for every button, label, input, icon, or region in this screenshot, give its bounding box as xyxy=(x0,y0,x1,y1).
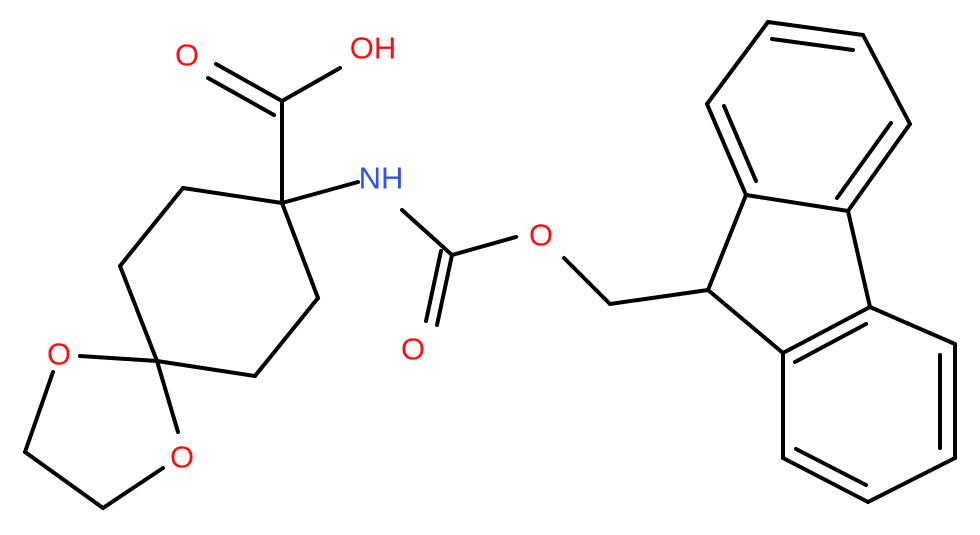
atom-label-o-carbonyl-carbamate: O xyxy=(401,332,425,367)
atom-label-o-ring-left: O xyxy=(47,337,71,372)
atom-label-o-carbonyl-acid: O xyxy=(175,38,199,73)
bond-up-5 xyxy=(705,20,770,106)
bond-up-4-inner xyxy=(770,37,855,52)
bond-up-3 xyxy=(861,33,912,126)
atom-label-o-ester: O xyxy=(529,218,553,253)
bond-c1-nh xyxy=(280,180,360,205)
bond-ch2-ch2 xyxy=(23,450,105,510)
bond-cooh-o-double-a xyxy=(214,62,284,103)
bond-c6-c1 xyxy=(280,201,320,300)
bond-up-1 xyxy=(744,193,850,213)
bond-up-6-inner xyxy=(722,104,758,183)
atom-label-nh: NH xyxy=(359,161,404,196)
atom-label-oh: OH xyxy=(350,31,397,66)
bond-o-bottom-c4 xyxy=(155,359,180,434)
bond-lo-1 xyxy=(781,305,872,355)
bond-c2-c3 xyxy=(118,186,185,268)
bond-up-2-inner xyxy=(835,121,893,200)
bond-o-ester-ch2 xyxy=(562,256,612,306)
bond-c3-c4 xyxy=(118,264,159,363)
bond-c1-c2 xyxy=(181,186,284,205)
bond-up-4 xyxy=(766,20,865,37)
bond-ch2-c9 xyxy=(608,288,710,306)
bond-o-left-ch2 xyxy=(23,370,55,454)
bond-lo-2 xyxy=(868,305,957,346)
bond-c4-c5 xyxy=(155,359,257,378)
bonds xyxy=(23,20,957,510)
bond-c-o-double-b xyxy=(424,249,443,323)
bond-lo-5 xyxy=(781,456,870,504)
atom-labels: OH O NH O O O O xyxy=(47,31,553,475)
bond-c-o-double-a xyxy=(435,253,454,327)
bond-up-2 xyxy=(846,122,912,213)
bond-lo-1-inner xyxy=(793,322,868,364)
bond-up-6 xyxy=(705,102,748,197)
bond-cooh-oh xyxy=(280,66,342,103)
atom-label-o-ring-bottom: O xyxy=(170,440,194,475)
bond-lo-5-inner xyxy=(794,447,868,487)
bond-nh-c xyxy=(400,208,454,257)
bond-cooh-o-double-b xyxy=(206,76,276,117)
bond-lo-4 xyxy=(866,456,957,504)
bond-c9-c8a xyxy=(706,288,785,355)
bond-c4a-c4b xyxy=(846,209,872,309)
bond-c-o-ester xyxy=(450,235,518,257)
bond-c9-c9a xyxy=(706,193,748,292)
bond-c5-c6 xyxy=(253,296,320,378)
bond-c4-o-left xyxy=(78,354,159,363)
bond-ch2-o-bottom xyxy=(101,466,165,510)
